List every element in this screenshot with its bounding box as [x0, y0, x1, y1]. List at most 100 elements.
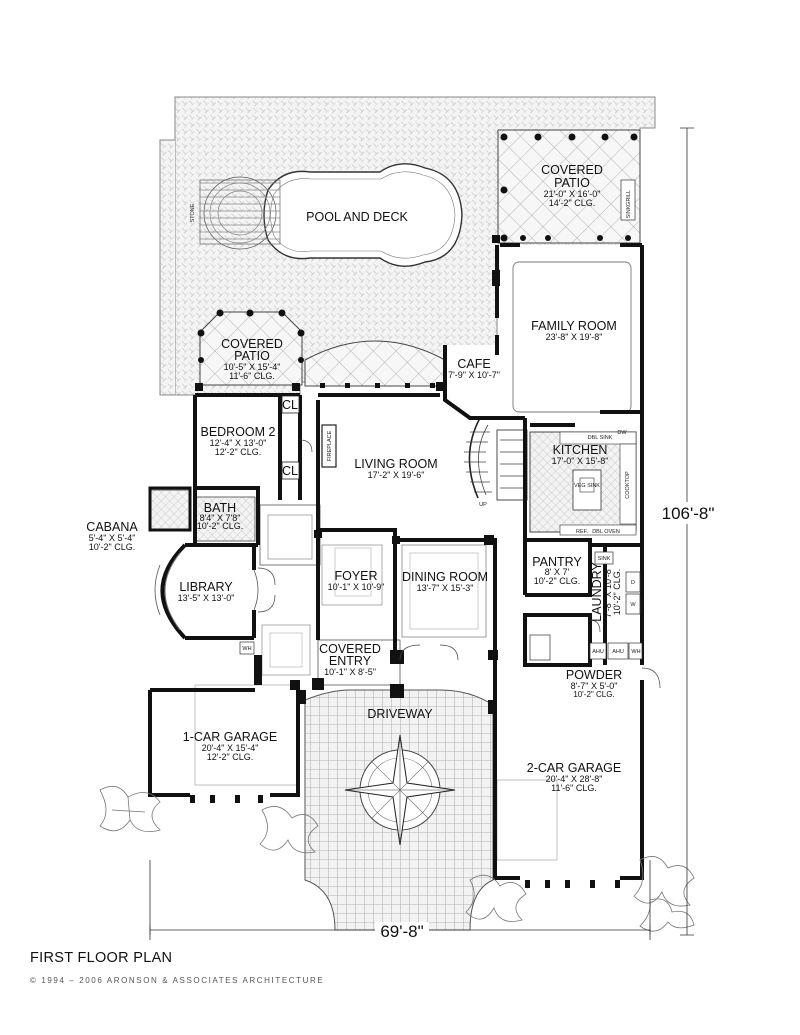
library-bay-inner — [164, 552, 181, 631]
entry-hall-floor — [259, 504, 321, 566]
laundry-name: LAUNDRY — [590, 562, 604, 622]
laundry-appliances — [239, 551, 643, 660]
dining-tray — [401, 544, 487, 638]
stair-up-label: UP — [479, 502, 487, 508]
laundry-sink-label: SINK — [598, 556, 611, 562]
pool-label: POOL AND DECK — [306, 210, 408, 224]
entry-dims: 10'-1" X 8'-5" — [324, 667, 376, 677]
plan-title: FIRST FLOOR PLAN — [30, 950, 173, 966]
lower-hall-inset — [261, 624, 311, 676]
garage-2-floor — [495, 690, 642, 880]
ahu-label-1: AHU — [592, 649, 604, 655]
dining-tray-inner — [409, 552, 479, 630]
foyer-name: FOYER — [334, 569, 377, 583]
kitchen-counter-right — [619, 443, 637, 525]
kitchen-name: KITCHEN — [553, 443, 608, 457]
veg-sink-label: VEG SINK — [574, 483, 600, 489]
dimension-lines — [149, 127, 694, 940]
kitchen-counter-bottom — [559, 524, 637, 536]
patio-rear-name: COVERED — [541, 163, 603, 177]
living-room-name: LIVING ROOM — [354, 457, 437, 471]
powder-vanity — [529, 634, 551, 661]
library-dims: 13'-5" X 13'-0" — [178, 593, 235, 603]
patio-left-name: COVERED — [221, 337, 283, 351]
living-room-dims: 17'-2" X 19'-6" — [368, 470, 425, 480]
pool-inner-edge — [270, 171, 456, 259]
garage2-clg: 11'-6" CLG. — [551, 783, 597, 793]
stone-label: STONE — [190, 203, 196, 222]
fireplace-label: FIREPLACE — [327, 430, 333, 461]
ahu-label-2: AHU — [612, 649, 624, 655]
kitchen-dims: 17'-0" X 15'-8" — [552, 456, 609, 466]
walls — [148, 243, 644, 880]
kitchen-island — [572, 469, 602, 511]
closet-upper — [281, 395, 300, 414]
laundry-clg: 10'-2" CLG. — [612, 569, 622, 615]
patio-left-clg: 11'-6" CLG. — [229, 371, 275, 381]
door-swings — [257, 439, 661, 689]
foyer-dims: 10'-1" X 10'-9" — [328, 582, 385, 592]
overall-depth-dim: 106'-8" — [662, 504, 715, 523]
fireplace — [321, 424, 337, 468]
dryer-label: D — [631, 580, 635, 586]
foyer-grid — [334, 547, 372, 597]
bath-clg: 10'-2" CLG. — [197, 521, 243, 531]
cabana-tile — [149, 489, 191, 531]
powder-clg: 10'-2" CLG. — [573, 690, 614, 699]
bath-name: BATH — [204, 501, 236, 515]
copyright-text: © 1994 – 2006 ARONSON & ASSOCIATES ARCHI… — [30, 976, 325, 985]
veg-sink — [579, 477, 595, 493]
patio-rear-name2: PATIO — [554, 176, 590, 190]
kitchen-counter-top — [559, 431, 637, 445]
pool — [263, 163, 463, 267]
family-room-name: FAMILY ROOM — [531, 319, 617, 333]
closet-lower — [281, 461, 300, 480]
cafe-nook — [445, 345, 500, 415]
bedroom2-name: BEDROOM 2 — [200, 425, 275, 439]
closet-label-lower: CL — [282, 464, 298, 478]
garage1-clg: 12'-2" CLG. — [207, 752, 253, 762]
outdoor-grill — [620, 179, 636, 221]
deck-left-edge — [159, 139, 175, 396]
ref-label: REF. — [576, 529, 588, 535]
garage2-dims: 20'-4" X 28'-8" — [546, 774, 603, 784]
garage1-name: 1-CAR GARAGE — [183, 730, 277, 744]
overall-width-dim: 69'-8" — [380, 922, 423, 941]
entry-name: COVERED — [319, 642, 381, 656]
loggia-columns — [320, 383, 435, 388]
powder-name: POWDER — [566, 668, 622, 682]
entry-name2: ENTRY — [329, 654, 372, 668]
bedroom2-clg: 12'-2" CLG. — [215, 447, 261, 457]
pantry-clg: 10'-2" CLG. — [534, 576, 580, 586]
pantry-dims: 8' X 7' — [545, 567, 570, 577]
patio-rear-floor — [497, 129, 641, 244]
pergola-gazebo — [199, 176, 281, 250]
pantry-name: PANTRY — [532, 555, 582, 569]
laundry-dims: 7'-8" X 10'-8" — [603, 566, 613, 618]
garage-1-floor — [150, 690, 298, 795]
driveway-label: DRIVEWAY — [367, 707, 433, 721]
landscape-plants — [99, 785, 695, 932]
garage2-name: 2-CAR GARAGE — [527, 761, 621, 775]
staircase — [464, 417, 528, 501]
family-room-tray-ceiling — [512, 261, 632, 413]
library-name: LIBRARY — [179, 580, 233, 594]
library-arch-right — [253, 569, 259, 611]
patio-rear-columns — [500, 133, 638, 242]
patio-sink-label: SINK — [626, 205, 632, 218]
dining-name: DINING ROOM — [402, 570, 488, 584]
library-bay-window — [154, 564, 161, 616]
patio-rear-clg: 14'-2" CLG. — [549, 198, 595, 208]
cabana-dims: 5'-4" X 5'-4" — [89, 533, 136, 543]
washer-label: W — [630, 602, 636, 608]
cabana-clg: 10'-2" CLG. — [89, 542, 135, 552]
library-bay — [160, 543, 187, 640]
dining-dims: 13'-7" X 15'-3" — [417, 583, 474, 593]
bedroom2-dims: 12'-4" X 13'-0" — [210, 438, 267, 448]
patio-left-columns — [197, 309, 305, 363]
garage1-dims: 20'-4" X 15'-4" — [202, 743, 259, 753]
family-room-floor — [500, 245, 642, 435]
bath-tile — [194, 496, 256, 542]
cooktop-label: COOKTOP — [625, 471, 631, 499]
structural-piers — [190, 235, 620, 888]
